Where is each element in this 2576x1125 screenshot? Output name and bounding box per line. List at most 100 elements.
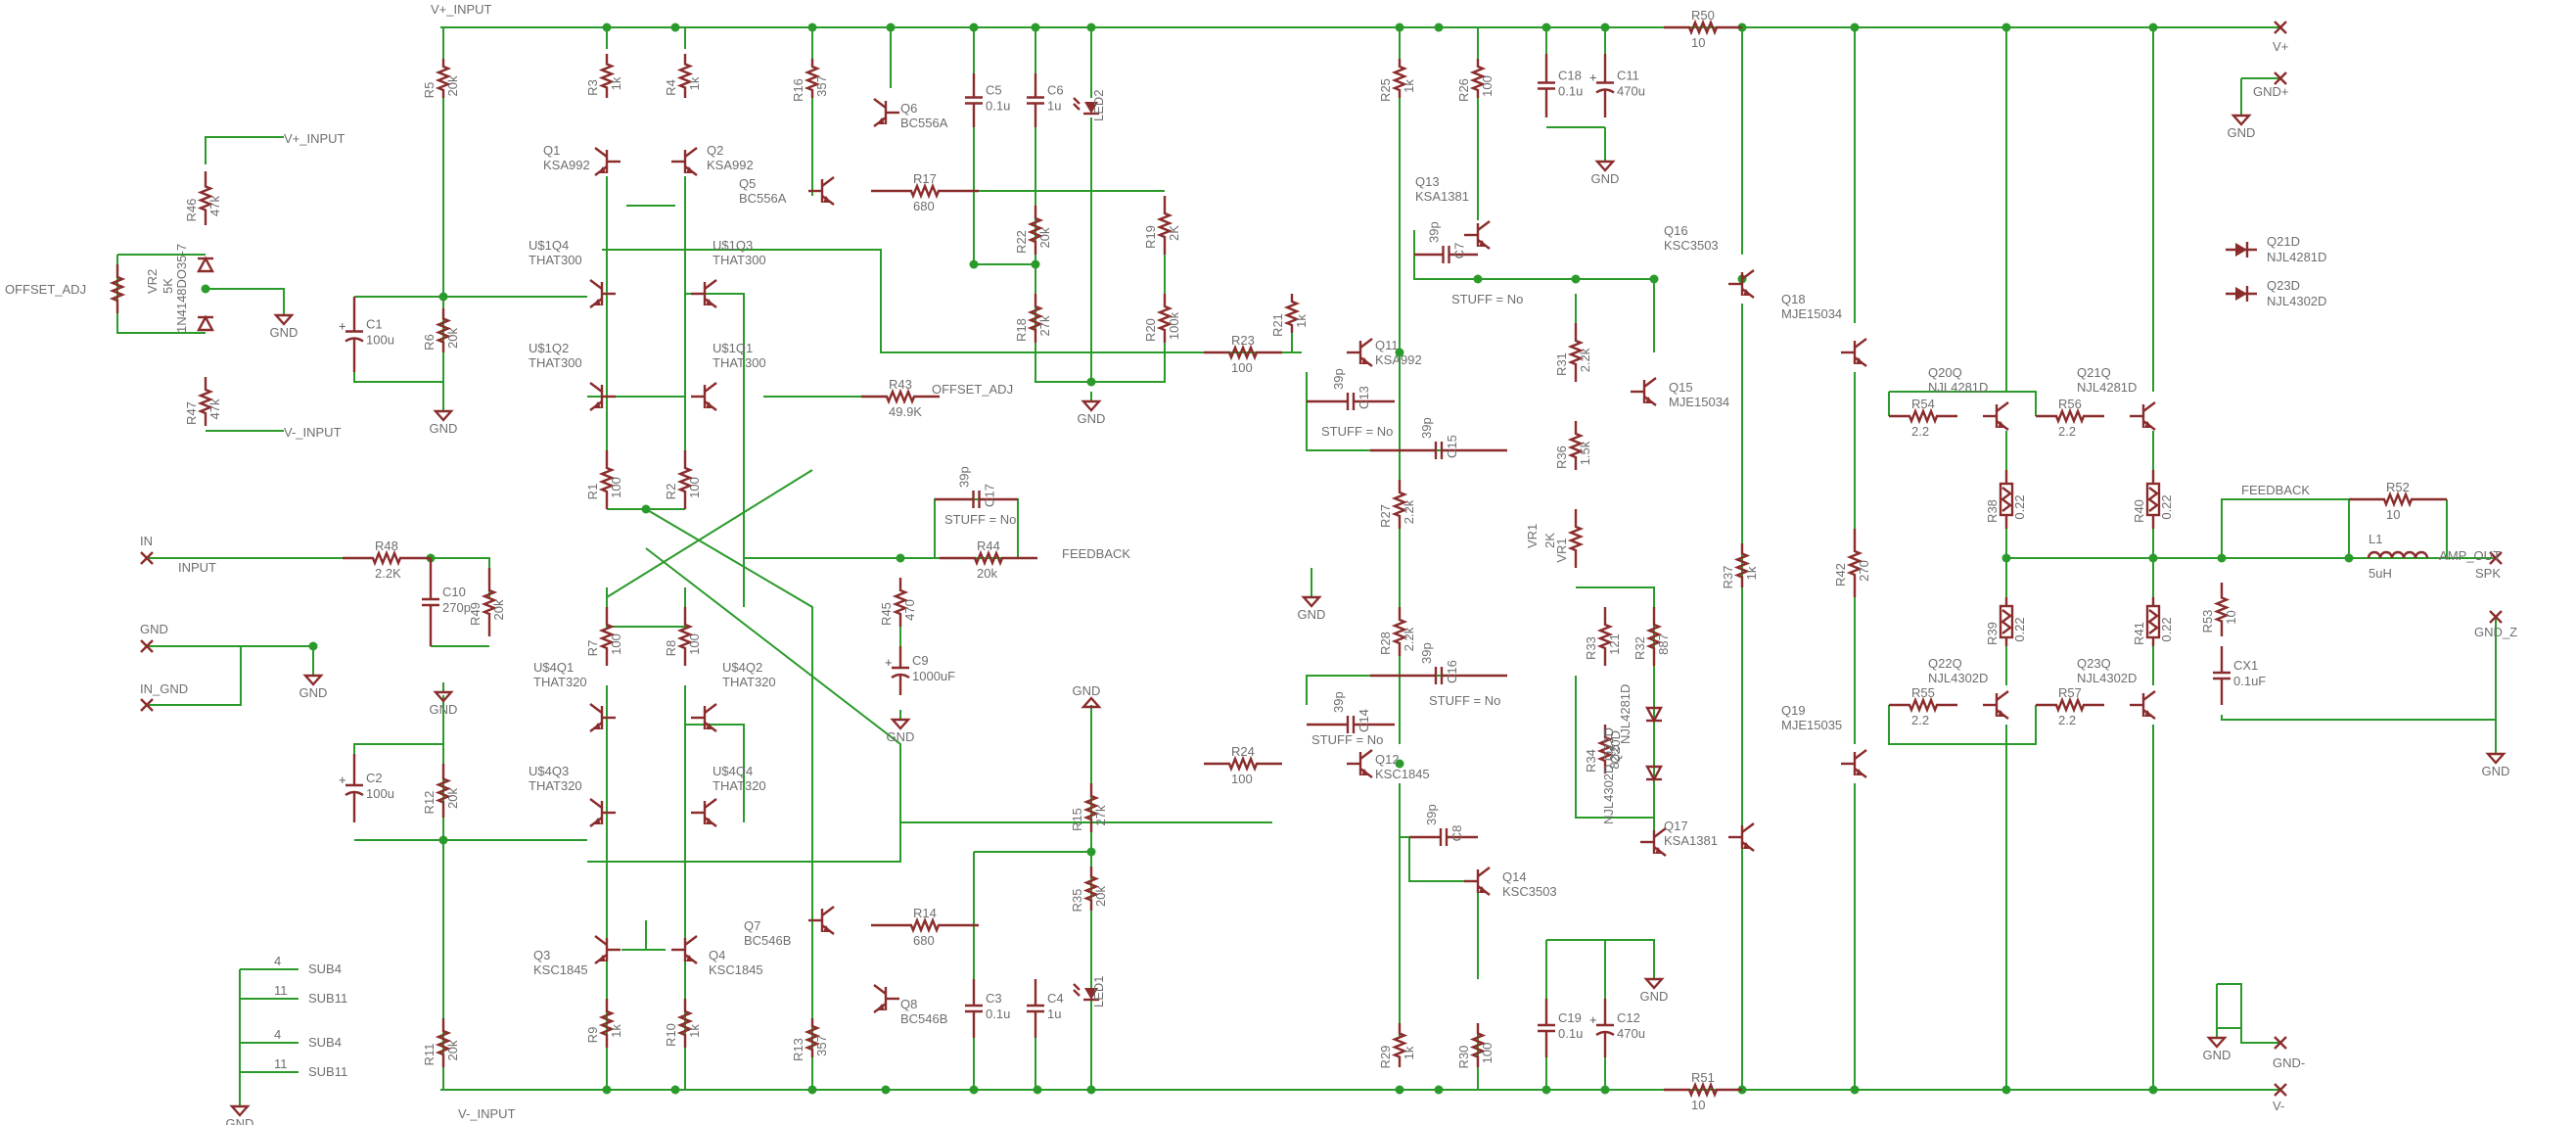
part-u$1q4: THAT300 [529, 253, 582, 267]
led-led2 [1073, 97, 1099, 116]
val-c19: 0.1u [1558, 1026, 1583, 1041]
ref-r38: R38 [1985, 499, 2000, 523]
capacitor-c19 [1538, 999, 1555, 1057]
capacitor-c4 [1027, 979, 1044, 1038]
junction-dot [1434, 23, 1444, 32]
junction-dot [670, 23, 680, 32]
resistor-r54 [1889, 407, 1957, 425]
resistor-r47 [197, 377, 214, 426]
wire [147, 645, 242, 706]
ref-q6: Q6 [900, 101, 917, 116]
junction-dot [1434, 1085, 1444, 1095]
val-r12: 20k [445, 788, 460, 809]
transistor-q1 [594, 147, 621, 176]
transistor-q8 [873, 984, 899, 1013]
resistor-r3 [598, 54, 616, 98]
val-r53: 10 [2224, 610, 2238, 624]
val-c14: 39p [1331, 691, 1346, 713]
in-gnd-terminal [140, 698, 154, 712]
resistor-r12 [435, 764, 452, 818]
net-vplus-input: V+_INPUT [431, 2, 492, 17]
resistor-r34 [1596, 725, 1614, 773]
ground-symbol [1301, 587, 1322, 608]
junction-dot [1473, 274, 1483, 284]
transistor-q20q [1983, 401, 2009, 431]
val-r8: 100 [687, 633, 702, 655]
val-r2: 100 [687, 477, 702, 498]
junction-dot [1086, 847, 1096, 857]
gnd-label: GND [1078, 411, 1106, 426]
ref-led1: LED1 [1091, 975, 1106, 1008]
gnd-label: GND [2203, 1048, 2231, 1062]
ref-r57: R57 [2058, 685, 2082, 700]
net-sub11-1: SUB11 [308, 991, 347, 1006]
ref-r2: R2 [664, 484, 678, 500]
val-r21: 1k [1294, 314, 1309, 328]
val-r34: 82.5 [1607, 744, 1622, 769]
resistor-r45 [892, 578, 909, 627]
part-q14: KSC3503 [1502, 884, 1557, 899]
resistor-r36 [1567, 421, 1585, 470]
junction-dot [1395, 1085, 1404, 1095]
inductor-l1 [2367, 550, 2429, 559]
part-q23d: NJL4302D [2267, 294, 2326, 308]
resistor-r40 [2145, 470, 2161, 529]
val-c17: 39p [957, 466, 972, 488]
wire [2217, 983, 2242, 1028]
transistor-q23q [2130, 690, 2156, 720]
val-r9: 1k [609, 1024, 623, 1038]
ref-c5: C5 [986, 83, 1002, 98]
transistor-u$1q4 [589, 279, 616, 308]
net-feedback-out: FEEDBACK [2241, 483, 2310, 497]
ref-r21: R21 [1270, 313, 1285, 337]
capacitor-c17 [935, 491, 1018, 508]
ref-r52: R52 [2386, 480, 2410, 494]
svg-text:+: + [339, 773, 346, 787]
ref-r43: R43 [889, 377, 912, 392]
ref-r27: R27 [1378, 504, 1393, 528]
capacitor-c16 [1370, 667, 1507, 684]
wire [645, 508, 813, 1008]
ref-q12: Q12 [1375, 752, 1400, 767]
ref-r53: R53 [2200, 610, 2215, 633]
junction-dot [2148, 553, 2158, 563]
gnd-label: GND [1298, 607, 1326, 622]
capacitor-c3 [965, 979, 983, 1038]
transistor-q14 [1464, 867, 1491, 896]
ref-u$4q4: U$4Q4 [713, 764, 753, 778]
pin-pin4-2: 4 [274, 1027, 281, 1042]
part-u$4q1: THAT320 [533, 675, 587, 689]
resistor-r20 [1156, 294, 1173, 343]
wire [1306, 675, 1507, 705]
resistor-r56 [2036, 407, 2104, 425]
val-r44: 20k [977, 566, 997, 581]
capacitor-c18 [1538, 54, 1555, 117]
ref-led2: LED2 [1091, 89, 1106, 121]
resistor-r52 [2349, 491, 2447, 508]
val-c5: 0.1u [986, 99, 1010, 114]
val-r6: 20k [445, 328, 460, 349]
val-r56: 2.2 [2058, 424, 2076, 439]
wire [2221, 498, 2349, 558]
net-vminus-input: V-_INPUT [458, 1106, 516, 1121]
wire [645, 547, 901, 862]
transistor-q12 [1347, 749, 1373, 778]
wire [606, 469, 813, 598]
net-spk: SPK [2475, 566, 2501, 581]
val-r33: 121 [1607, 633, 1622, 655]
gnd-label: GND [226, 1116, 254, 1125]
ref-r55: R55 [1911, 685, 1935, 700]
part-q7: BC546B [744, 933, 791, 948]
resistor-r33 [1596, 607, 1614, 666]
transistor-q18 [1841, 338, 1867, 367]
ref-r34: R34 [1584, 749, 1598, 773]
resistor-r31 [1567, 323, 1585, 382]
val-r30: 100 [1480, 1043, 1495, 1064]
ref-r54: R54 [1911, 397, 1935, 411]
val-r24: 100 [1231, 772, 1253, 786]
ref-q11: Q11 [1375, 338, 1399, 352]
net-offset-adj: OFFSET_ADJ [5, 282, 86, 297]
val-c9: 1000uF [912, 669, 955, 683]
resistor-r30 [1469, 1023, 1487, 1067]
